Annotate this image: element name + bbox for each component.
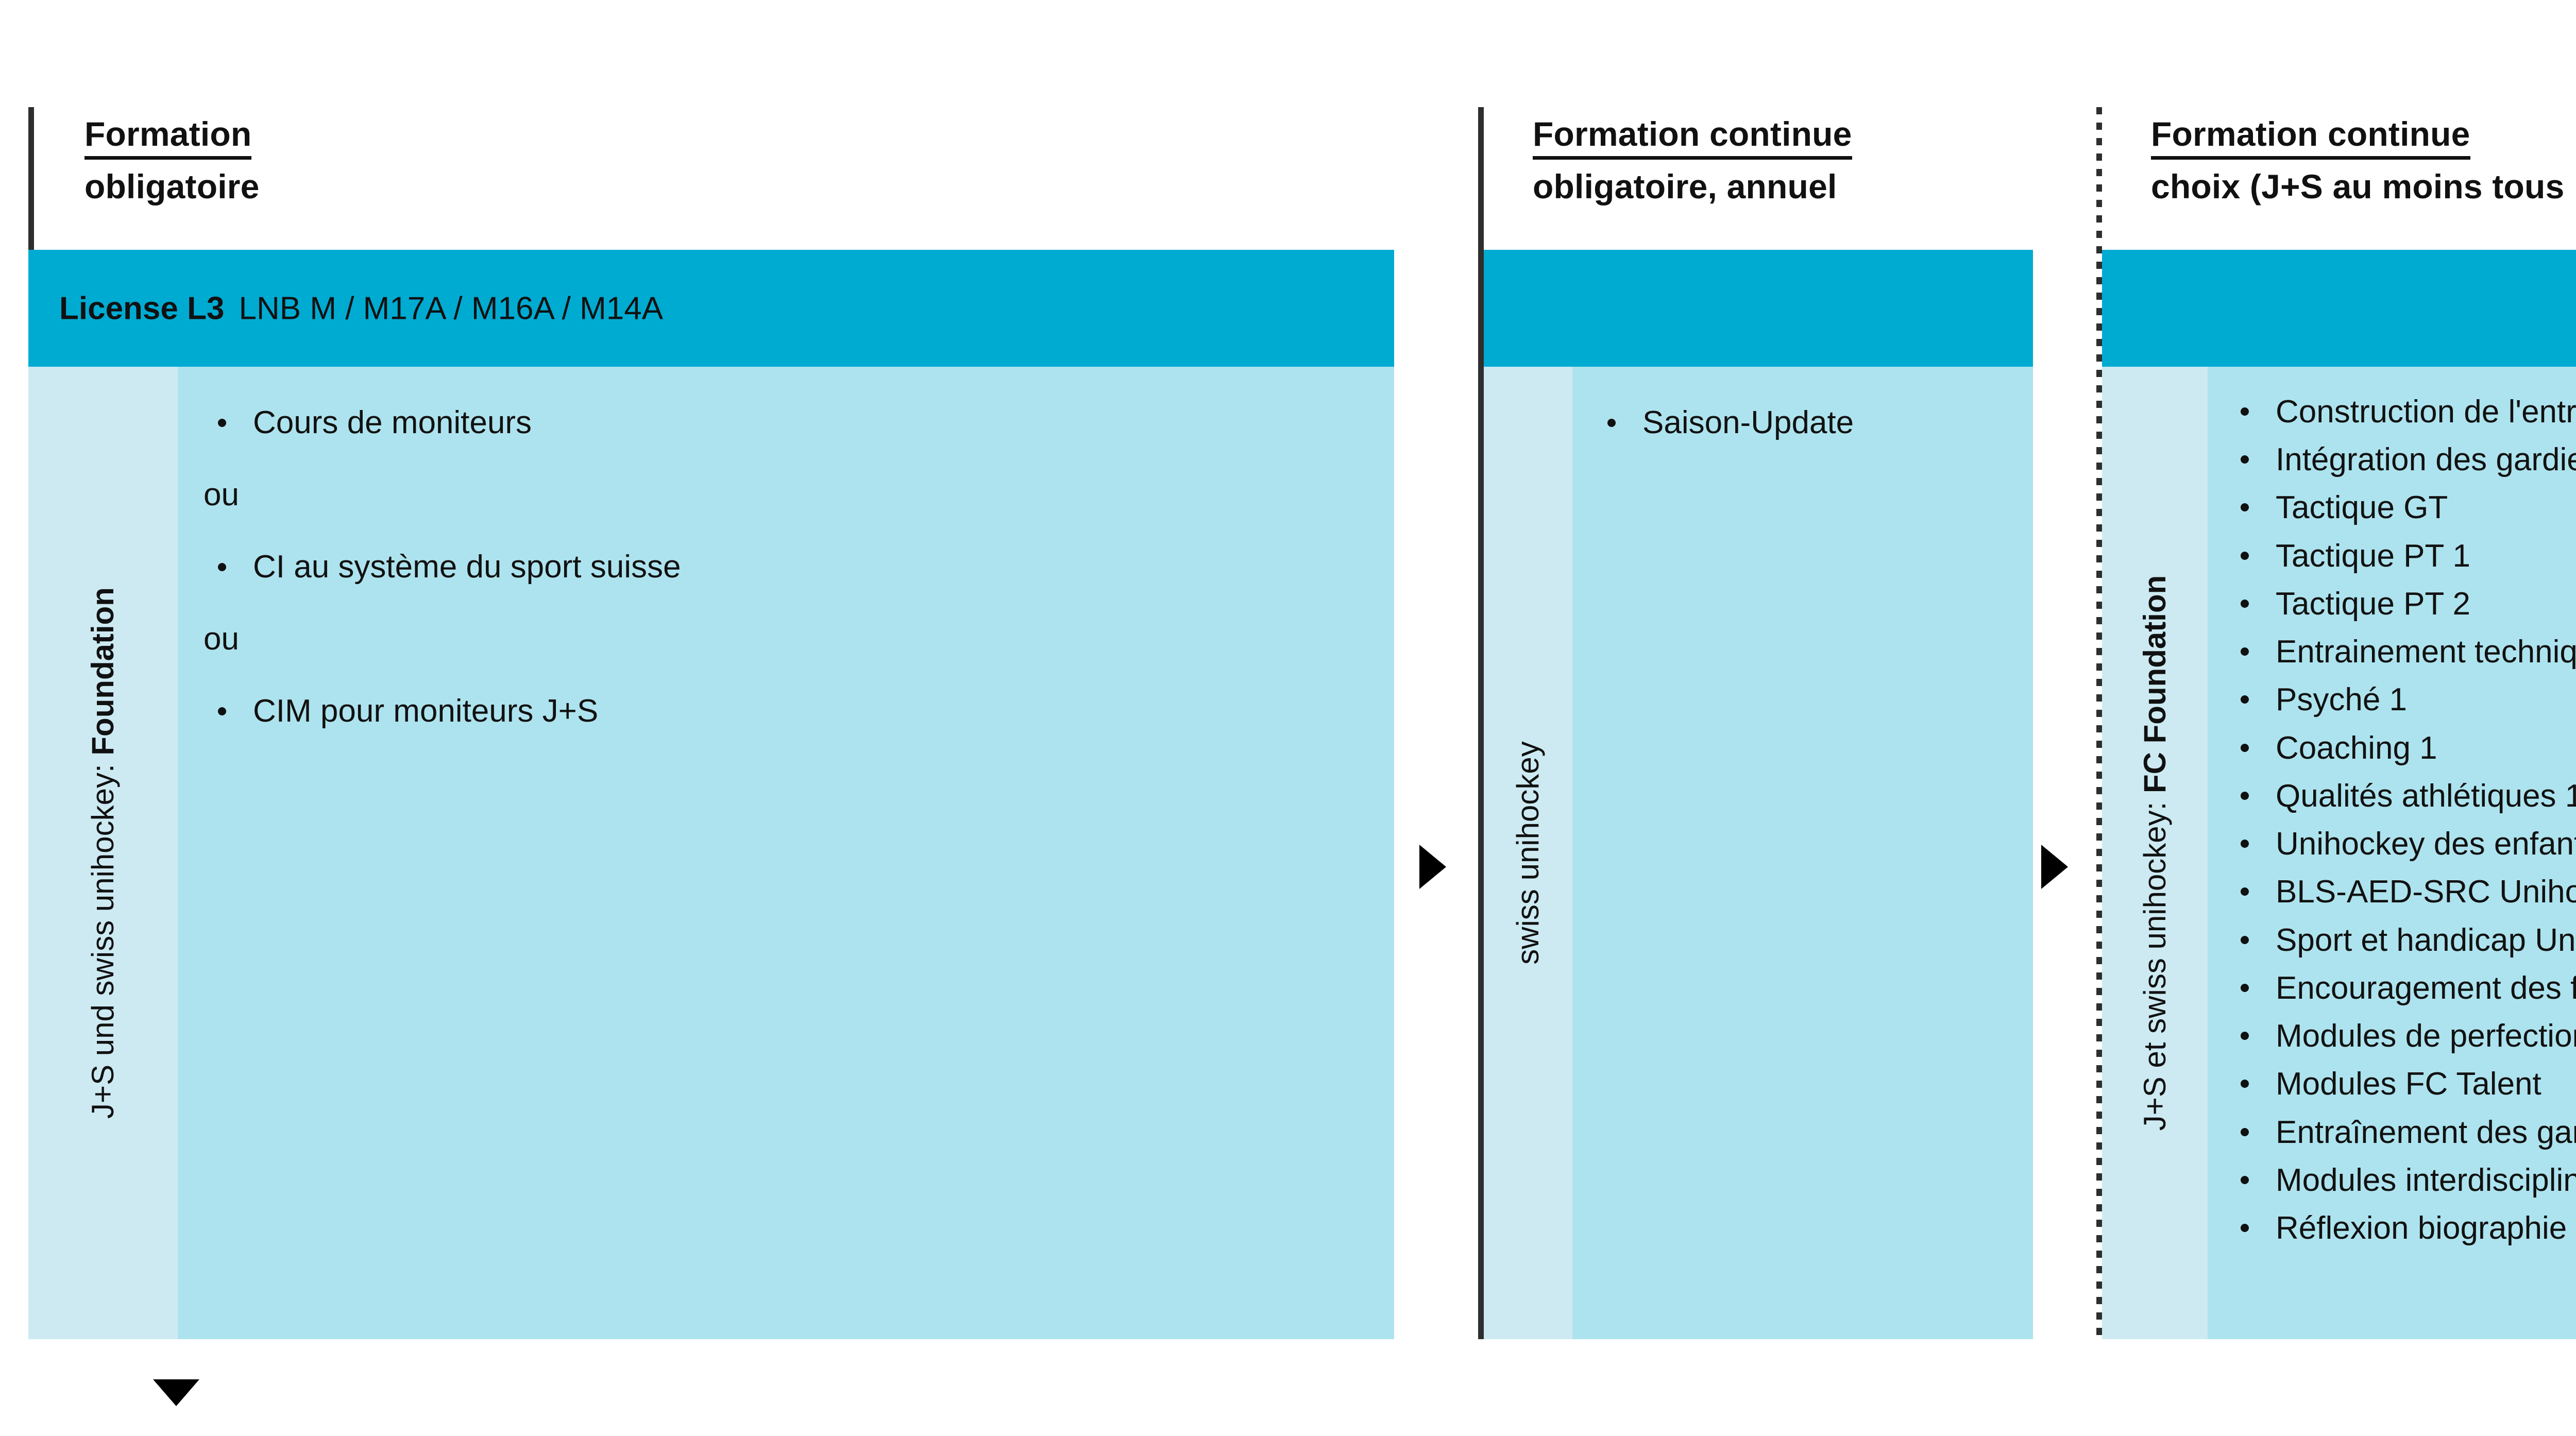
column-2-item-list: Saison-Update: [1593, 407, 2023, 439]
list-item: Modules interdisciplinaires: [2226, 1164, 2576, 1196]
column-1-rail-label: J+S und swiss unihockey: Foundation: [86, 587, 120, 1119]
list-item: CI au système du sport suisse: [204, 551, 1374, 583]
list-item: Tactique PT 2: [2226, 588, 2576, 620]
list-item: Tactique GT: [2226, 491, 2576, 524]
column-3-rail-bold: FC Foundation: [2137, 575, 2172, 793]
column-3-heading-line2: choix (J+S au moins tous les 2 ans): [2151, 167, 2576, 206]
list-item-connector: ou: [204, 621, 239, 657]
list-item: Encouragement des filles dans l'Unihocke…: [2226, 972, 2576, 1004]
license-label-group: License L3 LNB M / M17A / M16A / M14A: [59, 290, 663, 327]
column-divider-2: [1478, 107, 1484, 1339]
column-1-heading-line1: Formation: [84, 114, 252, 160]
column-2-heading-line2: obligatoire, annuel: [1533, 167, 1837, 206]
column-1-rail: J+S und swiss unihockey: Foundation: [28, 367, 178, 1339]
arrow-right-icon-1: [1419, 845, 1446, 889]
column-2-body: Saison-Update: [1572, 367, 2033, 1339]
arrow-down-icon: [153, 1379, 199, 1406]
list-item: Construction de l'entraînement: [2226, 396, 2576, 428]
list-item: Réflexion biographie J+S: [2226, 1212, 2576, 1244]
list-item: Modules FC Talent: [2226, 1068, 2576, 1100]
license-bar-segment-2: [1484, 250, 2033, 367]
column-1-rail-prefix: J+S und swiss unihockey:: [86, 755, 120, 1119]
column-3-heading: Formation continue choix (J+S au moins t…: [2151, 114, 2576, 207]
list-item: Sport et handicap Unihockey: [2226, 924, 2576, 956]
column-divider-3-dotted: [2096, 107, 2102, 1339]
list-item: Coaching 1: [2226, 731, 2576, 764]
list-item: Qualités athlétiques 1: [2226, 780, 2576, 812]
column-1-panel: J+S und swiss unihockey: Foundation Cour…: [28, 367, 1394, 1339]
list-item: BLS-AED-SRC Unihockey: [2226, 876, 2576, 908]
list-item-connector: ou: [204, 477, 239, 512]
column-3-panel: J+S et swiss unihockey: FC Foundation Co…: [2102, 367, 2576, 1339]
list-item: Cours de moniteurs: [204, 407, 1374, 439]
column-3-item-list: Construction de l'entraînementIntégratio…: [2226, 396, 2576, 1244]
list-item: Entraînement des gardien/nes: [2226, 1116, 2576, 1148]
list-item: Intégration des gardiens/nes: [2226, 443, 2576, 476]
license-bar-segment-1: License L3 LNB M / M17A / M16A / M14A: [28, 250, 1394, 367]
license-bar-segment-3: [2102, 250, 2576, 367]
column-2-rail: swiss unihockey: [1484, 367, 1572, 1339]
list-item: Modules de perfectionnement: [2226, 1020, 2576, 1052]
arrow-right-icon-2: [2041, 845, 2068, 889]
column-2-rail-prefix: swiss unihockey: [1511, 741, 1545, 965]
column-1-body: Cours de moniteurs ou CI au système du spo…: [178, 367, 1394, 1339]
list-item: Psyché 1: [2226, 683, 2576, 716]
column-1-item-list: Cours de moniteurs ou CI au système du spo…: [204, 407, 1374, 727]
column-2-rail-label: swiss unihockey: [1511, 741, 1545, 965]
list-item: Unihockey des enfants: [2226, 828, 2576, 860]
column-3-rail-prefix: J+S et swiss unihockey:: [2137, 793, 2172, 1131]
column-3-body: Construction de l'entraînementIntégratio…: [2208, 367, 2576, 1339]
license-teams: LNB M / M17A / M16A / M14A: [239, 290, 664, 326]
column-2-heading: Formation continue obligatoire, annuel: [1533, 114, 1852, 207]
list-item: Tactique PT 1: [2226, 539, 2576, 572]
column-2-panel: swiss unihockey Saison-Update: [1484, 367, 2033, 1339]
column-2-heading-line1: Formation continue: [1533, 114, 1852, 160]
column-1-rail-bold: Foundation: [86, 587, 120, 756]
column-3-heading-line1: Formation continue: [2151, 114, 2470, 160]
list-item: Entrainement technique: [2226, 636, 2576, 668]
column-1-heading: Formation obligatoire: [84, 114, 260, 207]
list-item: Saison-Update: [1593, 407, 2023, 439]
license-label: License L3: [59, 290, 225, 326]
column-3-rail-label: J+S et swiss unihockey: FC Foundation: [2137, 575, 2172, 1131]
column-3-rail: J+S et swiss unihockey: FC Foundation: [2102, 367, 2208, 1339]
column-1-heading-line2: obligatoire: [84, 167, 260, 206]
list-item: CIM pour moniteurs J+S: [204, 695, 1374, 727]
